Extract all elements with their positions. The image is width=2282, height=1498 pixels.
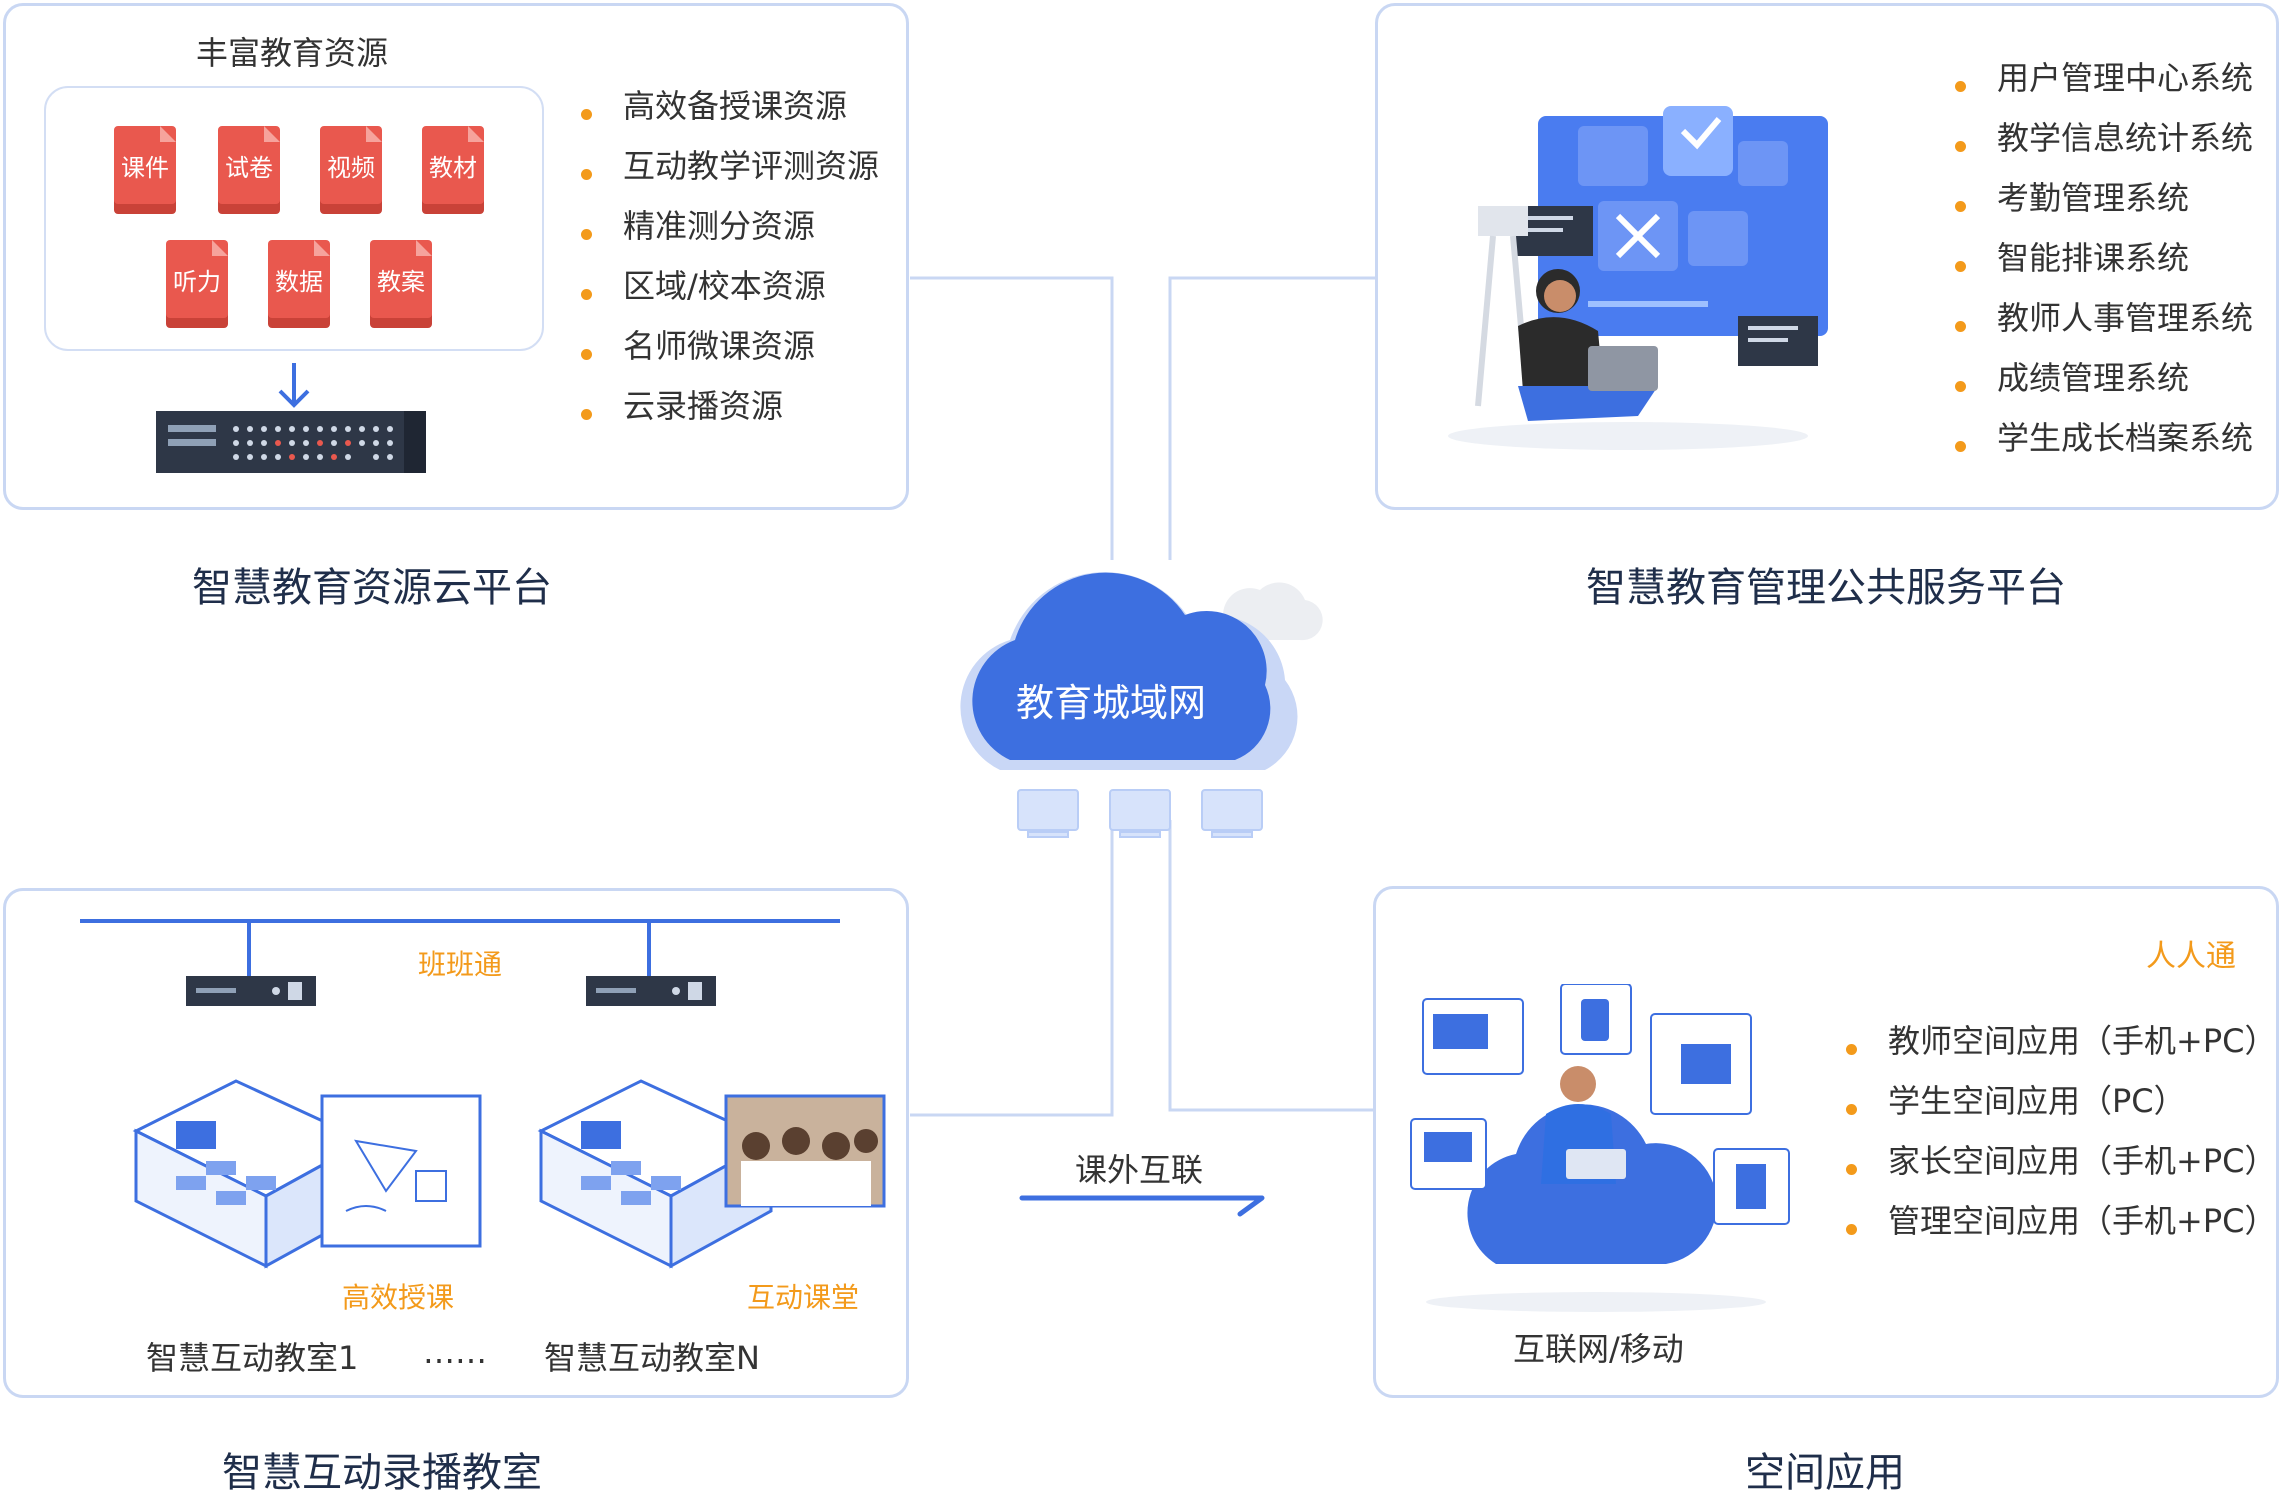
arrow-down-icon <box>278 363 310 408</box>
list-item: 考勤管理系统 <box>1955 176 2253 236</box>
classroom-panel: 班班通 高效授课 互动课堂 智慧互动教室1 …… 智慧互动教室N <box>3 888 909 1398</box>
management-list: 用户管理中心系统 教学信息统计系统 考勤管理系统 智能排课系统 教师人事管理系统… <box>1955 56 2253 476</box>
list-item: 智能排课系统 <box>1955 236 2253 296</box>
list-item: 教师空间应用（手机+PC） <box>1846 1019 2276 1079</box>
list-item: 互动教学评测资源 <box>581 144 879 204</box>
classroom-1-illustration <box>132 1079 482 1269</box>
list-item: 名师微课资源 <box>581 324 879 384</box>
space-caption: 空间应用 <box>1745 1450 1905 1496</box>
space-list: 教师空间应用（手机+PC） 学生空间应用（PC） 家长空间应用（手机+PC） 管… <box>1846 1019 2276 1259</box>
list-item: 家长空间应用（手机+PC） <box>1846 1139 2276 1199</box>
space-panel: 人人通 教师空间应用（手机+PC） 学生空间应用（PC） 家长空间应用（手机+P… <box>1373 886 2279 1398</box>
list-item: 教师人事管理系统 <box>1955 296 2253 356</box>
management-caption: 智慧教育管理公共服务平台 <box>1586 565 2066 611</box>
doc-icon-shijuan: 试卷 <box>218 126 280 204</box>
resource-cloud-caption: 智慧教育资源云平台 <box>192 565 552 611</box>
classroom-caption: 智慧互动录播教室 <box>222 1450 542 1496</box>
management-panel: 用户管理中心系统 教学信息统计系统 考勤管理系统 智能排课系统 教师人事管理系统… <box>1375 3 2279 510</box>
resource-cloud-panel: 丰富教育资源 课件 试卷 视频 教材 听力 数据 教案 高效备授课资源 互动教学… <box>3 3 909 510</box>
doc-icon-tingli: 听力 <box>166 240 228 318</box>
list-item: 精准测分资源 <box>581 204 879 264</box>
list-item: 管理空间应用（手机+PC） <box>1846 1199 2276 1259</box>
resource-docs-box: 课件 试卷 视频 教材 听力 数据 教案 <box>44 86 544 351</box>
list-item: 云录播资源 <box>581 384 879 444</box>
list-item: 教学信息统计系统 <box>1955 116 2253 176</box>
users-devices-illustration <box>1410 984 1790 1312</box>
doc-icon-shipin: 视频 <box>320 126 382 204</box>
network-label: 互联网/移动 <box>1513 1330 1684 1368</box>
room-n-tag: 互动课堂 <box>747 1281 860 1314</box>
room-ellipsis: …… <box>423 1333 487 1371</box>
doc-icon-jiaocai: 教材 <box>422 126 484 204</box>
network-bus <box>80 919 840 1006</box>
resource-list: 高效备授课资源 互动教学评测资源 精准测分资源 区域/校本资源 名师微课资源 云… <box>581 84 879 444</box>
space-tag: 人人通 <box>2146 939 2236 974</box>
arrow-right-icon <box>1019 1195 1265 1217</box>
cloud-network-illustration <box>960 572 1323 838</box>
doc-icon-jiaoan: 教案 <box>370 240 432 318</box>
classroom-n-illustration <box>537 1079 886 1269</box>
room-1-tag: 高效授课 <box>342 1281 455 1314</box>
room-n-name: 智慧互动教室N <box>544 1339 760 1377</box>
developer-illustration <box>1448 106 1828 450</box>
list-item: 成绩管理系统 <box>1955 356 2253 416</box>
resource-heading: 丰富教育资源 <box>196 34 389 72</box>
list-item: 用户管理中心系统 <box>1955 56 2253 116</box>
list-item: 高效备授课资源 <box>581 84 879 144</box>
extracurricular-link-label: 课外互联 <box>1075 1151 1204 1189</box>
list-item: 学生空间应用（PC） <box>1846 1079 2276 1139</box>
room-1-name: 智慧互动教室1 <box>146 1339 359 1377</box>
doc-icon-shuju: 数据 <box>268 240 330 318</box>
doc-icon-kejian: 课件 <box>114 126 176 204</box>
list-item: 学生成长档案系统 <box>1955 416 2253 476</box>
server-icon <box>156 411 426 473</box>
cloud-label: 教育城域网 <box>1016 681 1207 725</box>
bus-label: 班班通 <box>418 948 503 981</box>
list-item: 区域/校本资源 <box>581 264 879 324</box>
